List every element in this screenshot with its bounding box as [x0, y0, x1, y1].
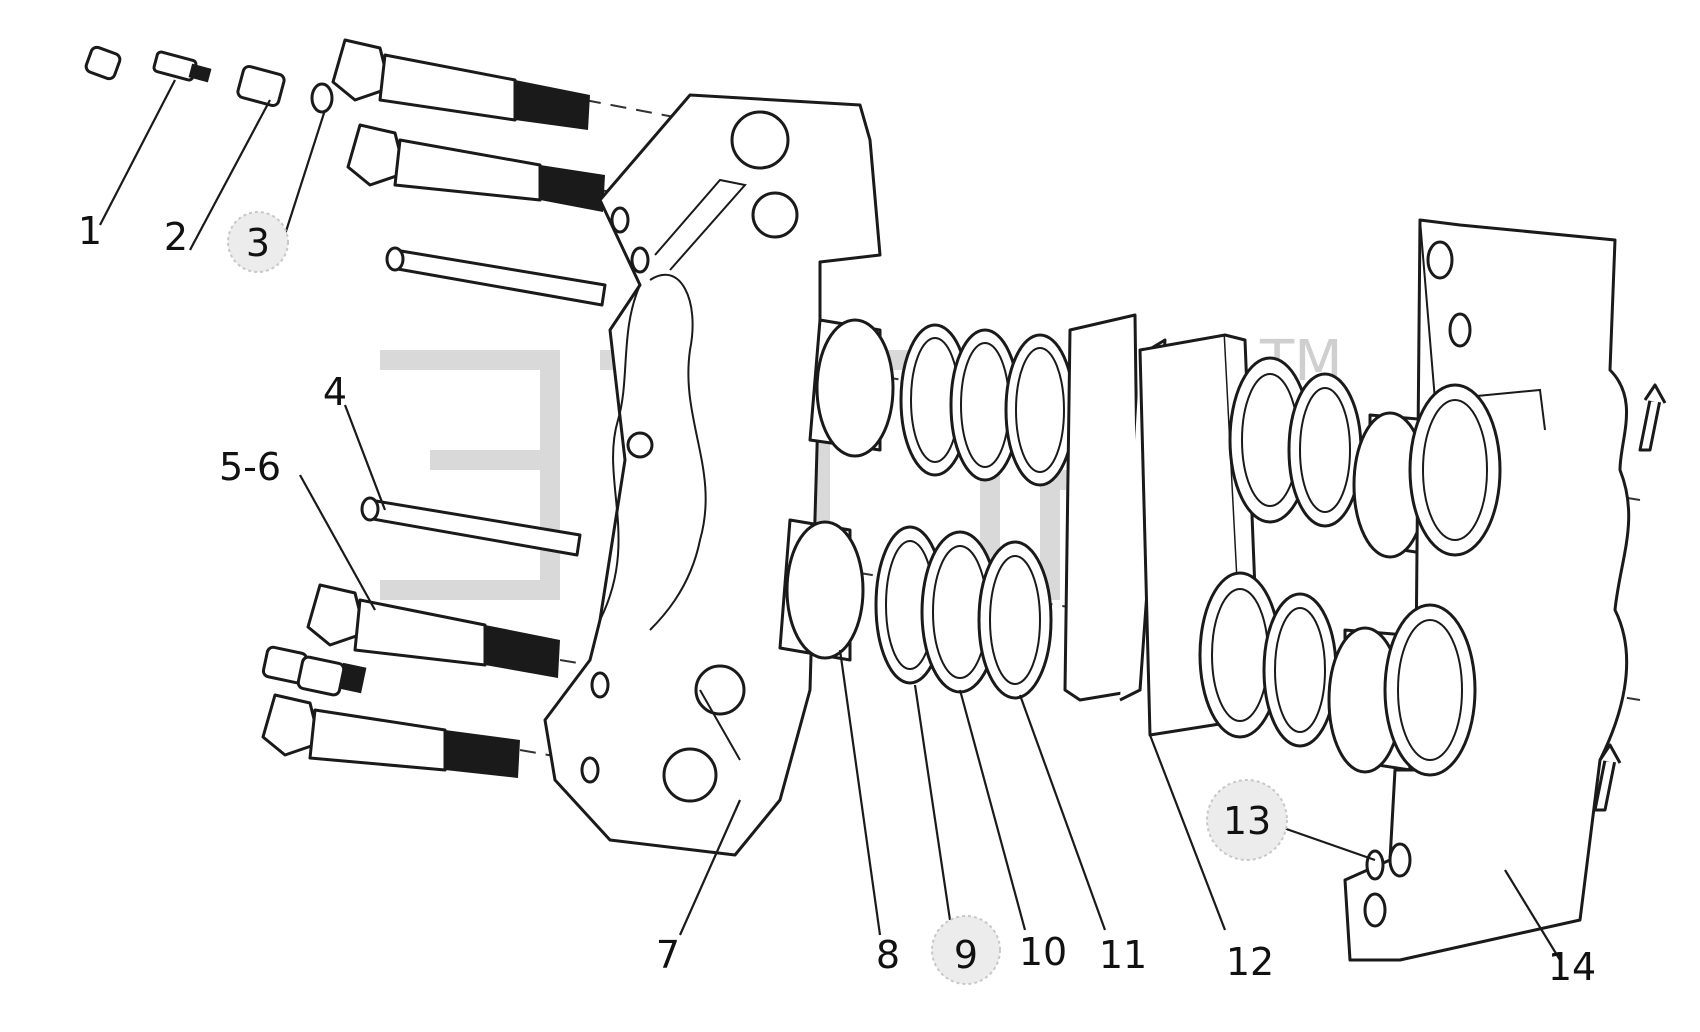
- callout-10: 10: [1019, 930, 1067, 974]
- callout-7: 7: [656, 933, 680, 977]
- highlight-13: [1206, 779, 1288, 861]
- fitting-bottom: [261, 645, 367, 697]
- bleeder-fittings: [84, 45, 334, 114]
- caliper-housing: [543, 93, 882, 857]
- callout-labels: 1 2 3 4 5-6 7 8 9 10 11 12 13 14: [78, 209, 1596, 989]
- pistons-and-seals: [778, 318, 1076, 700]
- leader-lines: [99, 79, 1561, 961]
- bolt-top-2: [346, 123, 605, 212]
- lower-seals: [874, 525, 1053, 700]
- highlight-3: [227, 211, 289, 273]
- outer-housing: [1343, 218, 1667, 962]
- bolt-top-1: [331, 38, 590, 130]
- highlight-9: [931, 915, 1001, 985]
- callout-12: 12: [1226, 940, 1274, 984]
- callout-13: 13: [1223, 799, 1271, 843]
- bolt-bottom-2: [261, 693, 520, 778]
- callout-5-6: 5-6: [219, 445, 281, 489]
- bolt-bottom-1: [306, 583, 560, 678]
- callout-11: 11: [1099, 933, 1147, 977]
- callout-3: 3: [246, 221, 270, 265]
- callout-8: 8: [876, 933, 900, 977]
- callout-1: 1: [78, 209, 102, 253]
- callout-highlights: [227, 211, 1288, 985]
- caliper-bolts: [261, 38, 605, 778]
- guide-pins: [360, 246, 607, 557]
- upper-seals: [899, 323, 1076, 487]
- callout-14: 14: [1548, 945, 1596, 989]
- callout-2: 2: [164, 215, 188, 259]
- callout-9: 9: [954, 933, 978, 977]
- callout-4: 4: [323, 370, 347, 414]
